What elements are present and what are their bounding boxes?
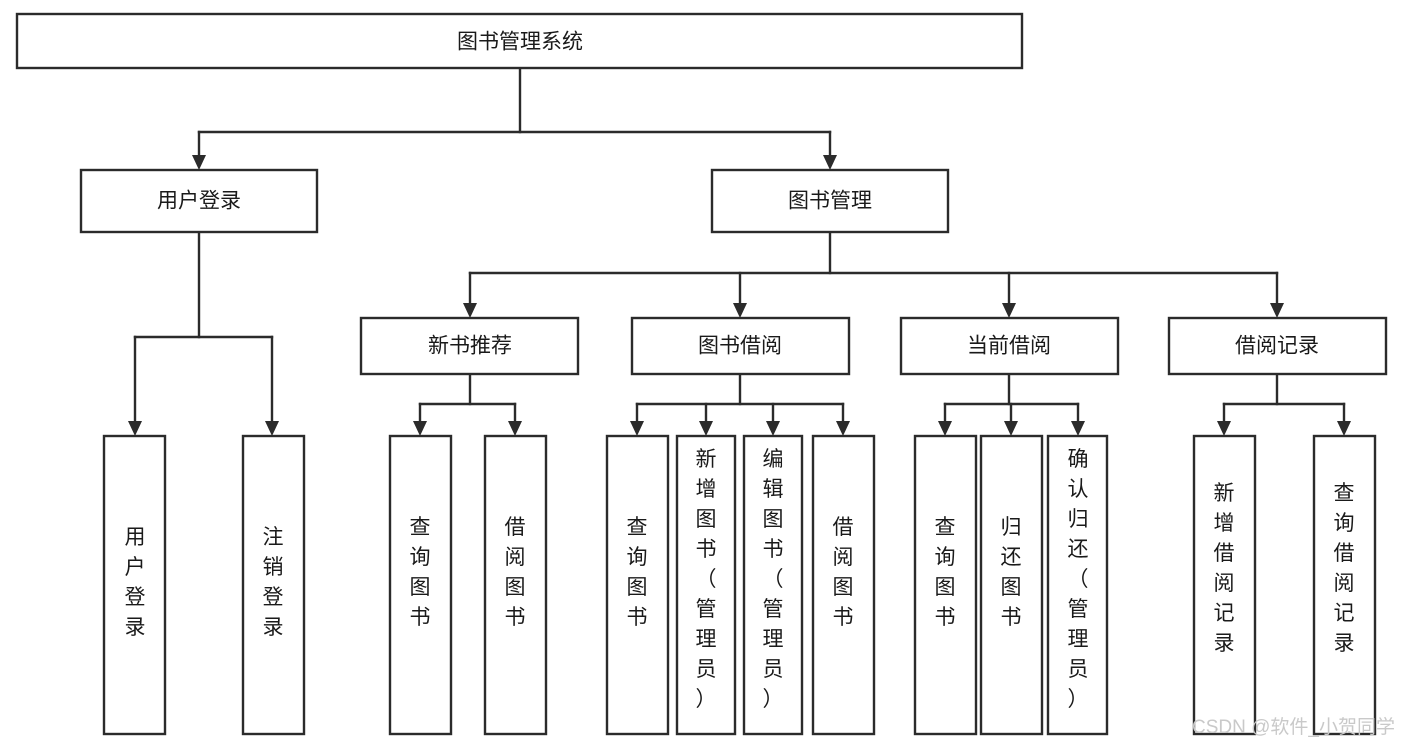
node-current-borrow-box[interactable] — [899, 316, 1120, 376]
node-leaf-borrow-book-1-label: 借阅图书 — [505, 516, 526, 629]
node-leaf-query-book-3-box[interactable] — [913, 434, 978, 736]
node-user-login-label: 用户登录 — [157, 190, 241, 213]
node-leaf-borrow-book-2-box[interactable] — [811, 434, 876, 736]
node-leaf-query-book-1[interactable]: 查询图书 — [388, 434, 453, 736]
node-leaf-user-login-label: 用户登录 — [125, 526, 146, 639]
node-leaf-return-book-label: 归还图书 — [1001, 516, 1022, 629]
node-root[interactable]: 图书管理系统 — [15, 12, 1024, 70]
node-leaf-borrow-book-1-box[interactable] — [483, 434, 548, 736]
arrow-head-leaf-return-book — [1004, 421, 1018, 436]
node-leaf-query-record[interactable]: 查询借阅记录 — [1312, 434, 1377, 736]
node-leaf-confirm-return-label: 确认归还（管理员） — [1068, 448, 1089, 711]
arrow-head-leaf-add-record — [1217, 421, 1231, 436]
arrow-head-leaf-user-logout — [265, 421, 279, 436]
arrow-head-new-book-recommend — [463, 303, 477, 318]
node-root-box[interactable] — [15, 12, 1024, 70]
node-leaf-return-book[interactable]: 归还图书 — [979, 434, 1044, 736]
node-leaf-add-record[interactable]: 新增借阅记录 — [1192, 434, 1257, 736]
arrow-head-leaf-user-login — [128, 421, 142, 436]
arrow-head-book-manage — [823, 155, 837, 170]
arrow-head-leaf-query-record — [1337, 421, 1351, 436]
arrow-head-leaf-confirm-return — [1071, 421, 1085, 436]
arrow-head-book-borrow — [733, 303, 747, 318]
connector-layer — [128, 66, 1351, 436]
node-leaf-edit-book-label: 编辑图书（管理员） — [763, 448, 784, 711]
arrow-head-leaf-query-book-1 — [413, 421, 427, 436]
node-leaf-user-login[interactable]: 用户登录 — [102, 434, 167, 736]
node-leaf-query-book-3-label: 查询图书 — [935, 516, 956, 629]
node-leaf-query-book-1-label: 查询图书 — [410, 516, 431, 629]
node-leaf-add-book[interactable]: 新增图书（管理员） — [675, 434, 737, 736]
node-leaf-user-logout[interactable]: 注销登录 — [241, 434, 306, 736]
node-current-borrow[interactable]: 当前借阅 — [899, 316, 1120, 376]
node-leaf-borrow-book-2[interactable]: 借阅图书 — [811, 434, 876, 736]
node-leaf-confirm-return-box[interactable] — [1046, 434, 1109, 736]
node-leaf-query-book-3[interactable]: 查询图书 — [913, 434, 978, 736]
node-borrow-record-box[interactable] — [1167, 316, 1388, 376]
node-leaf-user-login-box[interactable] — [102, 434, 167, 736]
node-book-manage[interactable]: 图书管理 — [710, 168, 950, 234]
node-leaf-user-logout-box[interactable] — [241, 434, 306, 736]
node-user-login-box[interactable] — [79, 168, 319, 234]
node-leaf-confirm-return[interactable]: 确认归还（管理员） — [1046, 434, 1109, 736]
node-borrow-record[interactable]: 借阅记录 — [1167, 316, 1388, 376]
node-current-borrow-label: 当前借阅 — [967, 335, 1051, 358]
node-book-borrow[interactable]: 图书借阅 — [630, 316, 851, 376]
node-new-book-recommend[interactable]: 新书推荐 — [359, 316, 580, 376]
node-leaf-query-book-2-label: 查询图书 — [627, 516, 648, 629]
node-leaf-edit-book[interactable]: 编辑图书（管理员） — [742, 434, 804, 736]
arrow-head-current-borrow — [1002, 303, 1016, 318]
node-book-borrow-label: 图书借阅 — [698, 335, 782, 358]
node-new-book-recommend-box[interactable] — [359, 316, 580, 376]
node-book-manage-box[interactable] — [710, 168, 950, 234]
node-leaf-query-book-2-box[interactable] — [605, 434, 670, 736]
node-leaf-borrow-book-1[interactable]: 借阅图书 — [483, 434, 548, 736]
node-user-login[interactable]: 用户登录 — [79, 168, 319, 234]
node-leaf-query-book-1-box[interactable] — [388, 434, 453, 736]
node-leaf-borrow-book-2-label: 借阅图书 — [833, 516, 854, 629]
node-leaf-return-book-box[interactable] — [979, 434, 1044, 736]
node-book-borrow-box[interactable] — [630, 316, 851, 376]
node-leaf-user-logout-label: 注销登录 — [263, 526, 284, 639]
arrow-head-leaf-edit-book — [766, 421, 780, 436]
node-leaf-query-book-2[interactable]: 查询图书 — [605, 434, 670, 736]
node-leaf-add-book-label: 新增图书（管理员） — [696, 448, 717, 711]
node-leaf-add-record-label: 新增借阅记录 — [1214, 482, 1235, 655]
node-leaf-add-book-box[interactable] — [675, 434, 737, 736]
arrow-head-user-login — [192, 155, 206, 170]
node-leaf-edit-book-box[interactable] — [742, 434, 804, 736]
node-leaf-query-record-box[interactable] — [1312, 434, 1377, 736]
arrow-head-borrow-record — [1270, 303, 1284, 318]
node-leaf-add-record-box[interactable] — [1192, 434, 1257, 736]
node-leaf-query-record-label: 查询借阅记录 — [1334, 482, 1355, 655]
node-borrow-record-label: 借阅记录 — [1235, 335, 1319, 358]
arrow-head-leaf-query-book-3 — [938, 421, 952, 436]
arrow-head-leaf-query-book-2 — [630, 421, 644, 436]
arrow-head-leaf-add-book — [699, 421, 713, 436]
node-book-manage-label: 图书管理 — [788, 190, 872, 213]
node-new-book-recommend-label: 新书推荐 — [428, 335, 512, 358]
arrow-head-leaf-borrow-book-1 — [508, 421, 522, 436]
csdn-watermark: CSDN @软件_小贺同学 — [1192, 716, 1395, 738]
node-root-label: 图书管理系统 — [457, 31, 583, 54]
arrow-head-leaf-borrow-book-2 — [836, 421, 850, 436]
